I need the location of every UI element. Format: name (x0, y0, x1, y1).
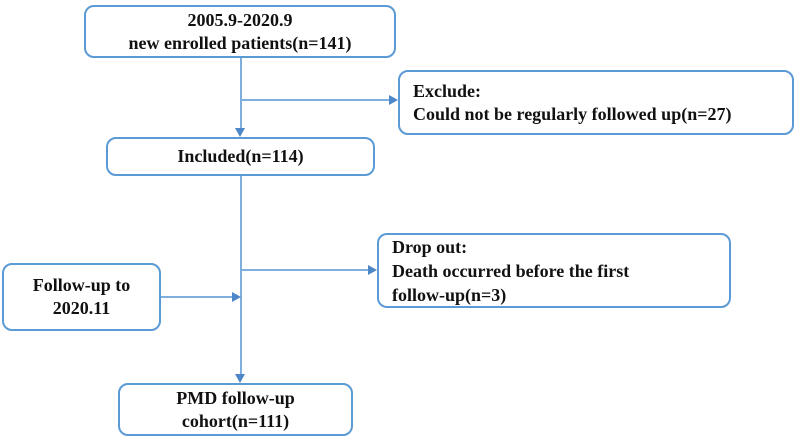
dropout-line-3: follow-up(n=3) (392, 284, 507, 305)
box-followup: Follow-up to 2020.11 (2, 263, 161, 331)
box-included: Included(n=114) (106, 137, 375, 176)
connector-branch-to-exclude (241, 99, 390, 101)
arrowhead-into-included (235, 128, 245, 137)
box-dropout: Drop out: Death occurred before the firs… (377, 233, 731, 308)
arrowhead-into-pmd (235, 374, 245, 383)
dropout-line-1: Drop out: (392, 236, 468, 257)
included-line-1: Included(n=114) (177, 146, 304, 166)
box-enrolled-patients: 2005.9-2020.9 new enrolled patients(n=14… (84, 5, 396, 58)
followup-line-2: 2020.11 (52, 298, 111, 318)
dropout-line-2: Death occurred before the first (392, 260, 630, 281)
exclude-line-2: Could not be regularly followed up(n=27) (413, 103, 732, 124)
connector-enrolled-to-included (240, 58, 242, 130)
arrowhead-into-dropout (368, 265, 377, 275)
connector-included-to-pmd (240, 176, 242, 374)
arrowhead-followup-join (232, 292, 241, 302)
exclude-line-1: Exclude: (413, 80, 482, 101)
enrolled-line-1: 2005.9-2020.9 (187, 9, 293, 30)
connector-branch-to-dropout (241, 269, 369, 271)
pmd-line-2: cohort(n=111) (181, 410, 290, 431)
followup-line-1: Follow-up to (32, 275, 131, 295)
pmd-line-1: PMD follow-up (176, 387, 295, 408)
enrolled-line-2: new enrolled patients(n=141) (128, 32, 352, 53)
arrowhead-into-exclude (389, 95, 398, 105)
connector-followup-to-mainline (161, 296, 233, 298)
box-pmd-cohort: PMD follow-up cohort(n=111) (118, 383, 353, 436)
box-exclude: Exclude: Could not be regularly followed… (398, 70, 794, 135)
